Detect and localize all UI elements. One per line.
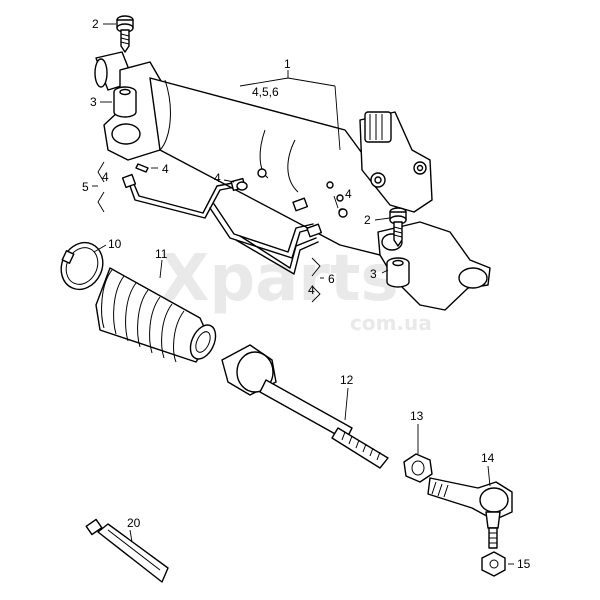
grease-tube-20[interactable] (85, 518, 169, 583)
steering-rack-housing[interactable] (94, 51, 491, 311)
callout-4-b: 4 (102, 170, 109, 184)
callout-11: 11 (155, 247, 168, 261)
leader-lines (92, 23, 514, 565)
callout-5: 5 (82, 180, 89, 194)
inner-tie-rod-12[interactable] (221, 344, 389, 469)
bolt-2-top[interactable] (116, 15, 134, 53)
callout-4-e: 4 (308, 283, 315, 297)
clamp-ring-10[interactable] (54, 236, 111, 296)
callout-1-sub: 4,5,6 (252, 85, 279, 99)
callout-4-d: 4 (345, 187, 352, 201)
callout-3-bottom: 3 (370, 267, 377, 281)
bushing-3-bottom[interactable] (386, 257, 410, 288)
callout-15: 15 (517, 557, 531, 571)
seal-rings-4[interactable] (135, 163, 348, 218)
callout-20: 20 (127, 516, 141, 530)
hydraulic-line-6[interactable] (209, 197, 323, 275)
bellows-boot-11[interactable] (95, 267, 221, 363)
callout-13: 13 (410, 409, 424, 423)
watermark-sub: com.ua (350, 311, 432, 335)
lock-nut-13[interactable] (403, 453, 433, 483)
watermark-main: Xparts (160, 242, 399, 316)
callout-14: 14 (481, 451, 495, 465)
callout-labels: 1 4,5,6 2 2 3 3 4 4 4 4 4 5 6 10 11 12 1… (82, 17, 531, 571)
callout-12: 12 (340, 373, 354, 387)
bolt-2-middle[interactable] (389, 207, 407, 247)
callout-10: 10 (108, 237, 122, 251)
callout-3-top: 3 (90, 95, 97, 109)
callout-6: 6 (328, 272, 335, 286)
castle-nut-15[interactable] (481, 551, 506, 577)
callout-2-middle: 2 (364, 213, 371, 227)
callout-2-top: 2 (92, 17, 99, 31)
bushing-3-top[interactable] (113, 86, 137, 118)
callout-4-a: 4 (162, 162, 169, 176)
tie-rod-end-14[interactable] (427, 477, 513, 549)
callout-4-c: 4 (214, 171, 221, 185)
callout-1: 1 (284, 57, 291, 71)
